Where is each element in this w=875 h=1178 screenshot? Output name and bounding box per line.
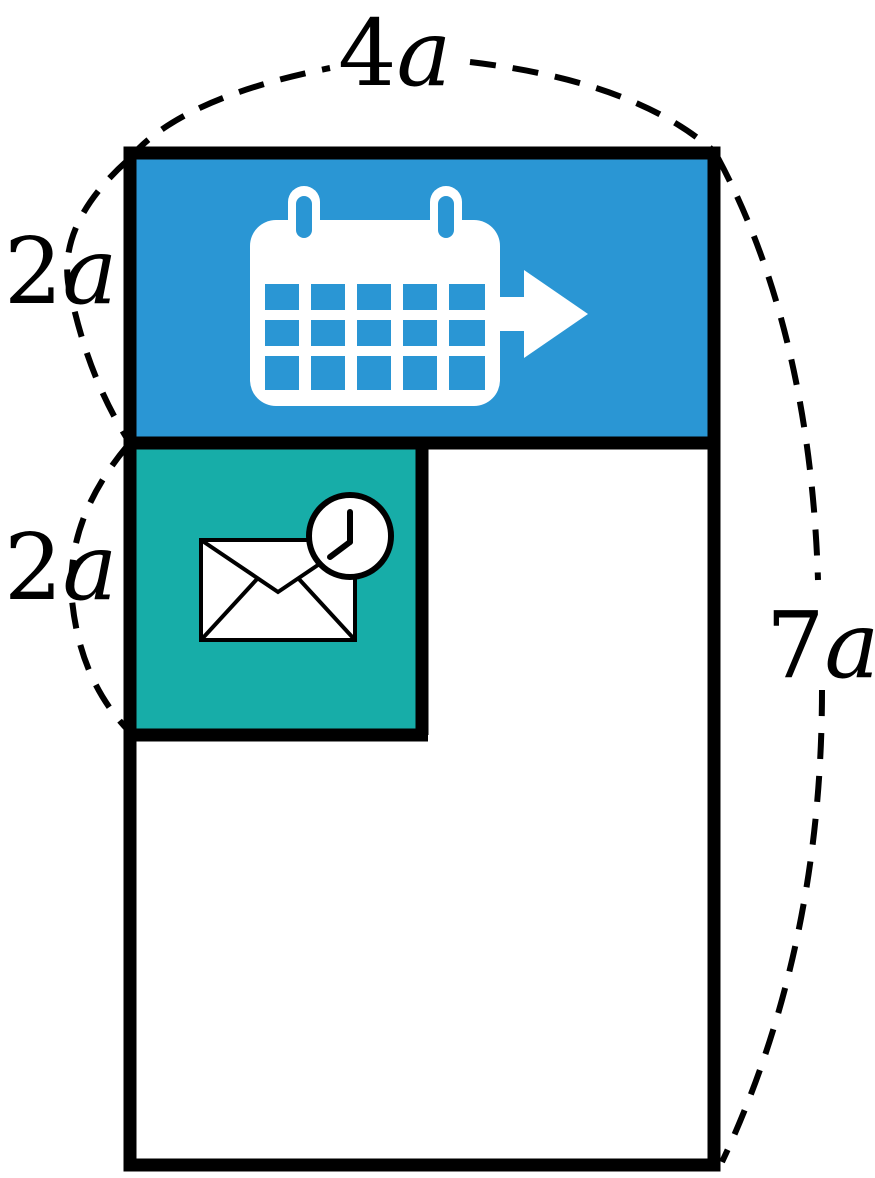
square-height-label: 2a [4, 522, 117, 614]
banner-height-label: 2a [4, 226, 117, 318]
arc-total-height [715, 156, 821, 581]
outer-rectangle [123, 146, 721, 1172]
banner-height-number: 2 [4, 218, 63, 325]
total-height-label: 7a [766, 600, 875, 692]
arc-square-height [68, 443, 131, 733]
outlines [123, 146, 721, 1172]
square-height-variable: a [62, 514, 118, 621]
total-height-variable: a [824, 592, 875, 699]
mail-clock-icon [199, 492, 394, 642]
arc-top-width-right [469, 59, 721, 158]
square-height-number: 2 [4, 514, 63, 621]
top-width-number: 4 [338, 0, 397, 107]
top-width-label: 4a [338, 8, 451, 100]
arc-top-width [127, 65, 331, 160]
banner-height-variable: a [62, 218, 118, 325]
arc-total-height-lower [719, 689, 825, 1164]
total-height-number: 7 [766, 592, 825, 699]
top-width-variable: a [396, 0, 452, 107]
calendar-arrow-icon [250, 186, 588, 406]
arc-banner-height [64, 157, 131, 442]
dimension-arcs [64, 59, 825, 1164]
